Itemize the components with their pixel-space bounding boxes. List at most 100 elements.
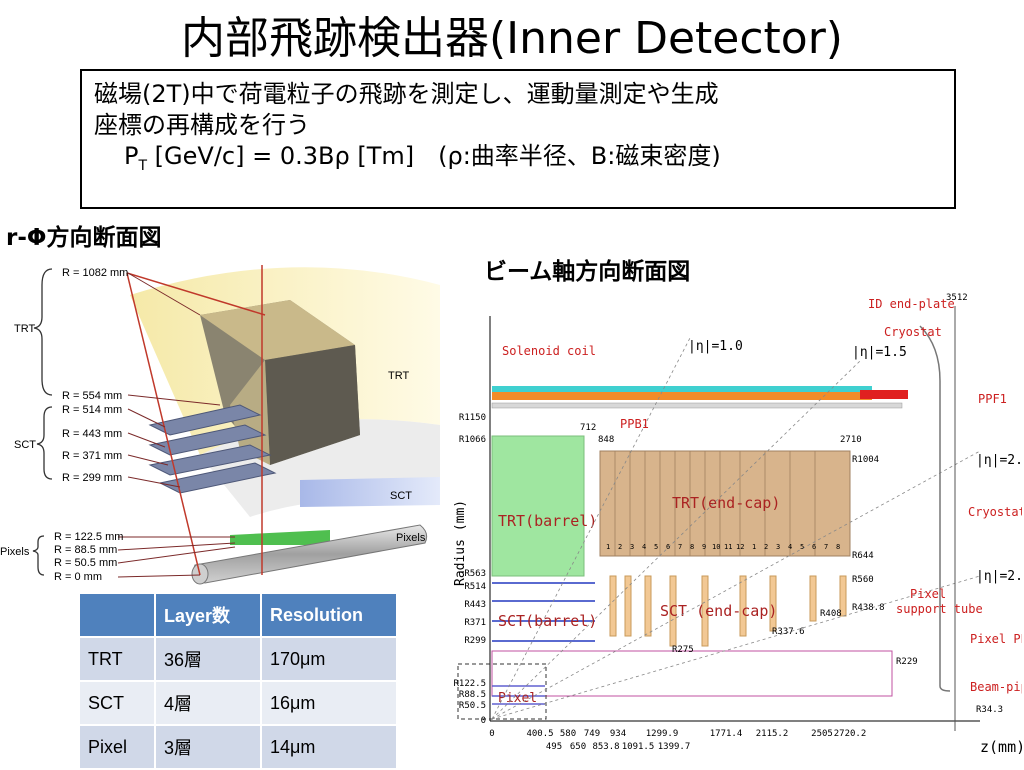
radius-tick: R408 [820, 609, 842, 619]
description-line-1: 磁場(2T)中で荷電粒子の飛跡を測定し、運動量測定や生成 [94, 80, 719, 108]
pixel-brace [32, 535, 45, 576]
description-line-2: 座標の再構成を行う [94, 111, 310, 139]
svg-text:8: 8 [836, 543, 840, 551]
sct-barrel-layers [492, 582, 595, 642]
beam-pipe-label: Beam-pipe [970, 680, 1022, 694]
beam-heading: ビーム軸方向断面図 [484, 259, 691, 285]
radius-label: R = 371 mm [62, 450, 122, 462]
svg-text:3: 3 [630, 543, 634, 551]
cryostat-outline [919, 325, 951, 692]
solenoid-coil [492, 392, 872, 400]
sct-layer-label: SCT [390, 490, 412, 502]
z-axis-label: z(mm) [980, 738, 1022, 756]
svg-text:1: 1 [606, 543, 610, 551]
radius-tick: R50.5 [459, 701, 486, 711]
pixel-zoom-box [457, 663, 547, 720]
z-tick: 749 [584, 729, 600, 739]
radius-tick: R443 [464, 600, 486, 610]
z-tick: 650 [570, 742, 586, 752]
table-cell: 14μm [261, 725, 398, 770]
svg-text:9: 9 [702, 543, 706, 551]
trt-layer-label: TRT [388, 370, 409, 382]
table-cell: 4層 [155, 681, 262, 726]
svg-text:6: 6 [812, 543, 816, 551]
svg-text:5: 5 [800, 543, 804, 551]
radius-label: R = 0 mm [54, 571, 102, 583]
radius-tick: R337.6 [772, 627, 805, 637]
svg-text:3: 3 [776, 543, 780, 551]
pixel-layers [230, 530, 330, 545]
table-row: SCT 4層 16μm [80, 681, 398, 726]
rphi-diagram: TRT SCT Pixels R = 1082 mm R = 554 mm R … [0, 265, 440, 585]
table-cell: 3層 [155, 725, 262, 770]
track-line [126, 272, 201, 576]
z-tick: 495 [546, 742, 562, 752]
table-header-row: Layer数 Resolution [80, 594, 398, 638]
trt-group-label: TRT [14, 323, 35, 335]
radius-label: R = 299 mm [62, 472, 122, 484]
eta-label: |η|=2.0 [976, 453, 1022, 468]
z-tick: 1091.5 [622, 742, 655, 752]
sct-endcap-modules [609, 575, 847, 647]
ppb1-label: PPB1 [620, 417, 649, 431]
eta-lines [491, 337, 981, 720]
table-cell: 170μm [261, 637, 398, 682]
z-tick: 934 [610, 729, 626, 739]
resolution-table: Layer数 Resolution TRT 36層 170μm SCT 4層 1… [80, 594, 398, 770]
radius-tick: R560 [852, 575, 874, 585]
sct-staves [148, 404, 277, 494]
sct-endcap-label: SCT (end-cap) [660, 602, 777, 620]
table-cell: Pixel [80, 725, 156, 770]
svg-text:5: 5 [654, 543, 658, 551]
z-tick: 848 [598, 435, 614, 445]
beam-axis-diagram: Radius (mm) z(mm) TRT(barrel) TRT(end-ca… [453, 293, 1022, 756]
svg-text:10: 10 [712, 543, 720, 551]
z-tick: 712 [580, 423, 596, 433]
momentum-formula: PT [GeV/c] = 0.3Bρ [Tm] (ρ:曲率半径、B:磁束密度) [124, 142, 721, 174]
cryostat-top-label: Cryostat [884, 325, 942, 339]
radius-tick: R644 [852, 551, 874, 561]
svg-text:4: 4 [642, 543, 646, 551]
trt-brace [33, 268, 53, 396]
table-row: TRT 36層 170μm [80, 637, 398, 682]
svg-text:6: 6 [666, 543, 670, 551]
radius-tick: R275 [672, 645, 694, 655]
svg-text:2: 2 [618, 543, 622, 551]
radius-axis-label: Radius (mm) [453, 500, 468, 586]
sct-group-label: SCT [14, 439, 36, 451]
rphi-heading: r-Φ方向断面図 [6, 225, 162, 251]
radius-tick: R438.8 [852, 603, 885, 613]
svg-text:7: 7 [678, 543, 682, 551]
radius-label: R = 554 mm [62, 390, 122, 402]
radius-label: R = 50.5 mm [54, 557, 117, 569]
radius-tick: R1004 [852, 455, 879, 465]
z-tick: 400.5 [526, 729, 553, 739]
svg-text:2: 2 [764, 543, 768, 551]
description-box: 磁場(2T)中で荷電粒子の飛跡を測定し、運動量測定や生成 座標の再構成を行う P… [80, 69, 956, 209]
pixel-support-label-1: Pixel [910, 587, 946, 601]
table-cell: 36層 [155, 637, 262, 682]
cryostat-right-label: Cryostat [968, 505, 1022, 519]
z-tick: 2720.2 [834, 729, 867, 739]
svg-text:4: 4 [788, 543, 792, 551]
eta-label: |η|=1.5 [852, 345, 907, 360]
ppf1-block [860, 390, 908, 399]
radius-tick: R1066 [459, 435, 486, 445]
sct-background [300, 477, 440, 507]
svg-text:8: 8 [690, 543, 694, 551]
radius-tick: R1150 [459, 413, 486, 423]
table-header-cell [80, 594, 156, 638]
table-cell: SCT [80, 681, 156, 726]
radius-label: R = 122.5 mm [54, 531, 123, 543]
svg-text:12: 12 [736, 543, 744, 551]
table-row: Pixel 3層 14μm [80, 725, 398, 770]
radius-label: R = 1082 mm [62, 267, 128, 279]
pixel-pp1-label: Pixel PP1 [970, 632, 1022, 646]
ppf1-label: PPF1 [978, 392, 1007, 406]
svg-text:7: 7 [824, 543, 828, 551]
z-tick: 1771.4 [710, 729, 743, 739]
sct-barrel-label: SCT(barrel) [498, 612, 597, 630]
z-tick: 3512 [946, 293, 968, 303]
z-tick: 1299.9 [646, 729, 679, 739]
